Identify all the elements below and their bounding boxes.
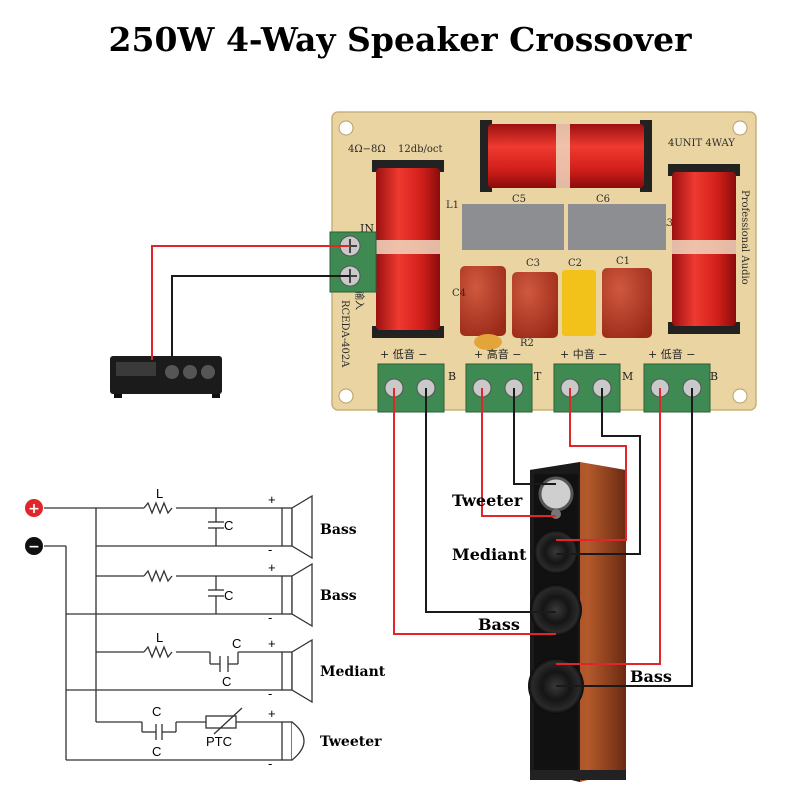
minus-terminal-icon — [25, 537, 43, 555]
terminal-tag-bass-2: B — [710, 370, 718, 383]
inductor-label-1: L — [156, 486, 163, 501]
c5-label: C5 — [512, 194, 526, 205]
output-terminal-bass-1 — [377, 363, 445, 413]
c3-label: C3 — [526, 258, 540, 269]
capacitor-c5 — [462, 204, 564, 250]
impedance-label: 4Ω−8Ω — [348, 144, 386, 155]
output-terminal-mid — [553, 363, 621, 413]
schematic-label-bass-1: Bass — [320, 522, 357, 538]
inductor-label-3: L — [156, 630, 163, 645]
l3-label: L3 — [660, 218, 673, 229]
output-terminal-bass-2 — [643, 363, 711, 413]
amplifier — [110, 356, 222, 398]
minus-mark-1: - — [268, 542, 272, 557]
schematic-label-bass-2: Bass — [320, 588, 357, 604]
capacitor-c4 — [460, 266, 506, 336]
c2-label: C2 — [568, 258, 582, 269]
mount-hole-icon — [732, 120, 748, 136]
r2-label: R2 — [520, 338, 534, 349]
plus-mark-2: + — [268, 560, 276, 575]
mount-hole-icon — [732, 388, 748, 404]
ptc-resistor — [474, 334, 502, 350]
brand-label: Professional Audio — [739, 190, 750, 285]
minus-mark-3: - — [268, 686, 272, 701]
left-inductor-coil — [372, 160, 444, 338]
bass-label-right: Bass — [630, 667, 672, 686]
mount-hole-icon — [338, 120, 354, 136]
terminal-label-tweeter: + 高音 − — [474, 347, 521, 361]
input-terminal-block — [329, 231, 377, 293]
ptc-label: PTC — [206, 734, 232, 749]
plus-mark-4: + — [268, 706, 276, 721]
tower-speaker — [528, 462, 626, 782]
c1-label: C1 — [616, 256, 630, 267]
slope-label: 12db/oct — [398, 144, 443, 155]
schematic-label-tweeter: Tweeter — [320, 734, 382, 750]
cap-label-2: C — [224, 588, 233, 603]
output-terminal-tweeter — [465, 363, 533, 413]
c4-label: C4 — [452, 288, 466, 299]
cap-label-1: C — [224, 518, 233, 533]
c6-label: C6 — [596, 194, 610, 205]
terminal-tag-bass-1: B — [448, 370, 456, 383]
bass-label-left: Bass — [478, 615, 520, 634]
plus-terminal-icon — [25, 499, 43, 517]
wiring-schematic: + − — [25, 486, 386, 771]
terminal-label-bass-1: + 低音 − — [380, 347, 427, 361]
plus-mark-1: + — [268, 492, 276, 507]
minus-mark-2: - — [268, 610, 272, 625]
bass-driver-1 — [530, 584, 582, 636]
input-cn-label: 输入 — [353, 290, 366, 310]
mount-hole-icon — [338, 388, 354, 404]
mediant-label: Mediant — [452, 545, 527, 564]
crossover-board: 4Ω−8Ω 12db/oct 4UNIT 4WAY Professional A… — [329, 111, 757, 413]
schematic-speaker-icons — [281, 494, 313, 761]
top-inductor-coil — [480, 120, 652, 192]
minus-symbol: − — [28, 539, 40, 555]
tweeter-label: Tweeter — [452, 491, 523, 510]
cap-label-4b: C — [152, 744, 161, 759]
terminal-label-bass-2: + 低音 − — [648, 347, 695, 361]
cap-label-3b: C — [222, 674, 231, 689]
capacitor-c3 — [512, 272, 558, 338]
amp-wire-red — [151, 245, 350, 360]
amp-wire-black — [171, 275, 350, 360]
mid-driver — [534, 530, 578, 574]
minus-mark-4: - — [268, 756, 272, 771]
terminal-tag-mid: M — [622, 370, 633, 383]
cap-label-4a: C — [152, 704, 161, 719]
speaker-wiring — [393, 388, 693, 687]
plus-mark-3: + — [268, 636, 276, 651]
terminal-tag-tweeter: T — [534, 370, 542, 383]
schematic-label-mediant: Mediant — [320, 664, 386, 680]
page-title: 250W 4-Way Speaker Crossover — [108, 20, 692, 59]
plus-symbol: + — [28, 501, 40, 517]
tweeter-driver — [538, 476, 574, 512]
l1-label: L1 — [446, 200, 459, 211]
capacitor-c6 — [568, 204, 666, 250]
capacitor-c1 — [602, 268, 652, 338]
capacitor-c2 — [562, 270, 596, 336]
units-label: 4UNIT 4WAY — [668, 138, 735, 149]
right-inductor-coil — [668, 164, 740, 334]
model-label: RCEDA-402A — [339, 300, 350, 368]
cap-label-3a: C — [232, 636, 241, 651]
terminal-label-mid: + 中音 − — [560, 347, 607, 361]
